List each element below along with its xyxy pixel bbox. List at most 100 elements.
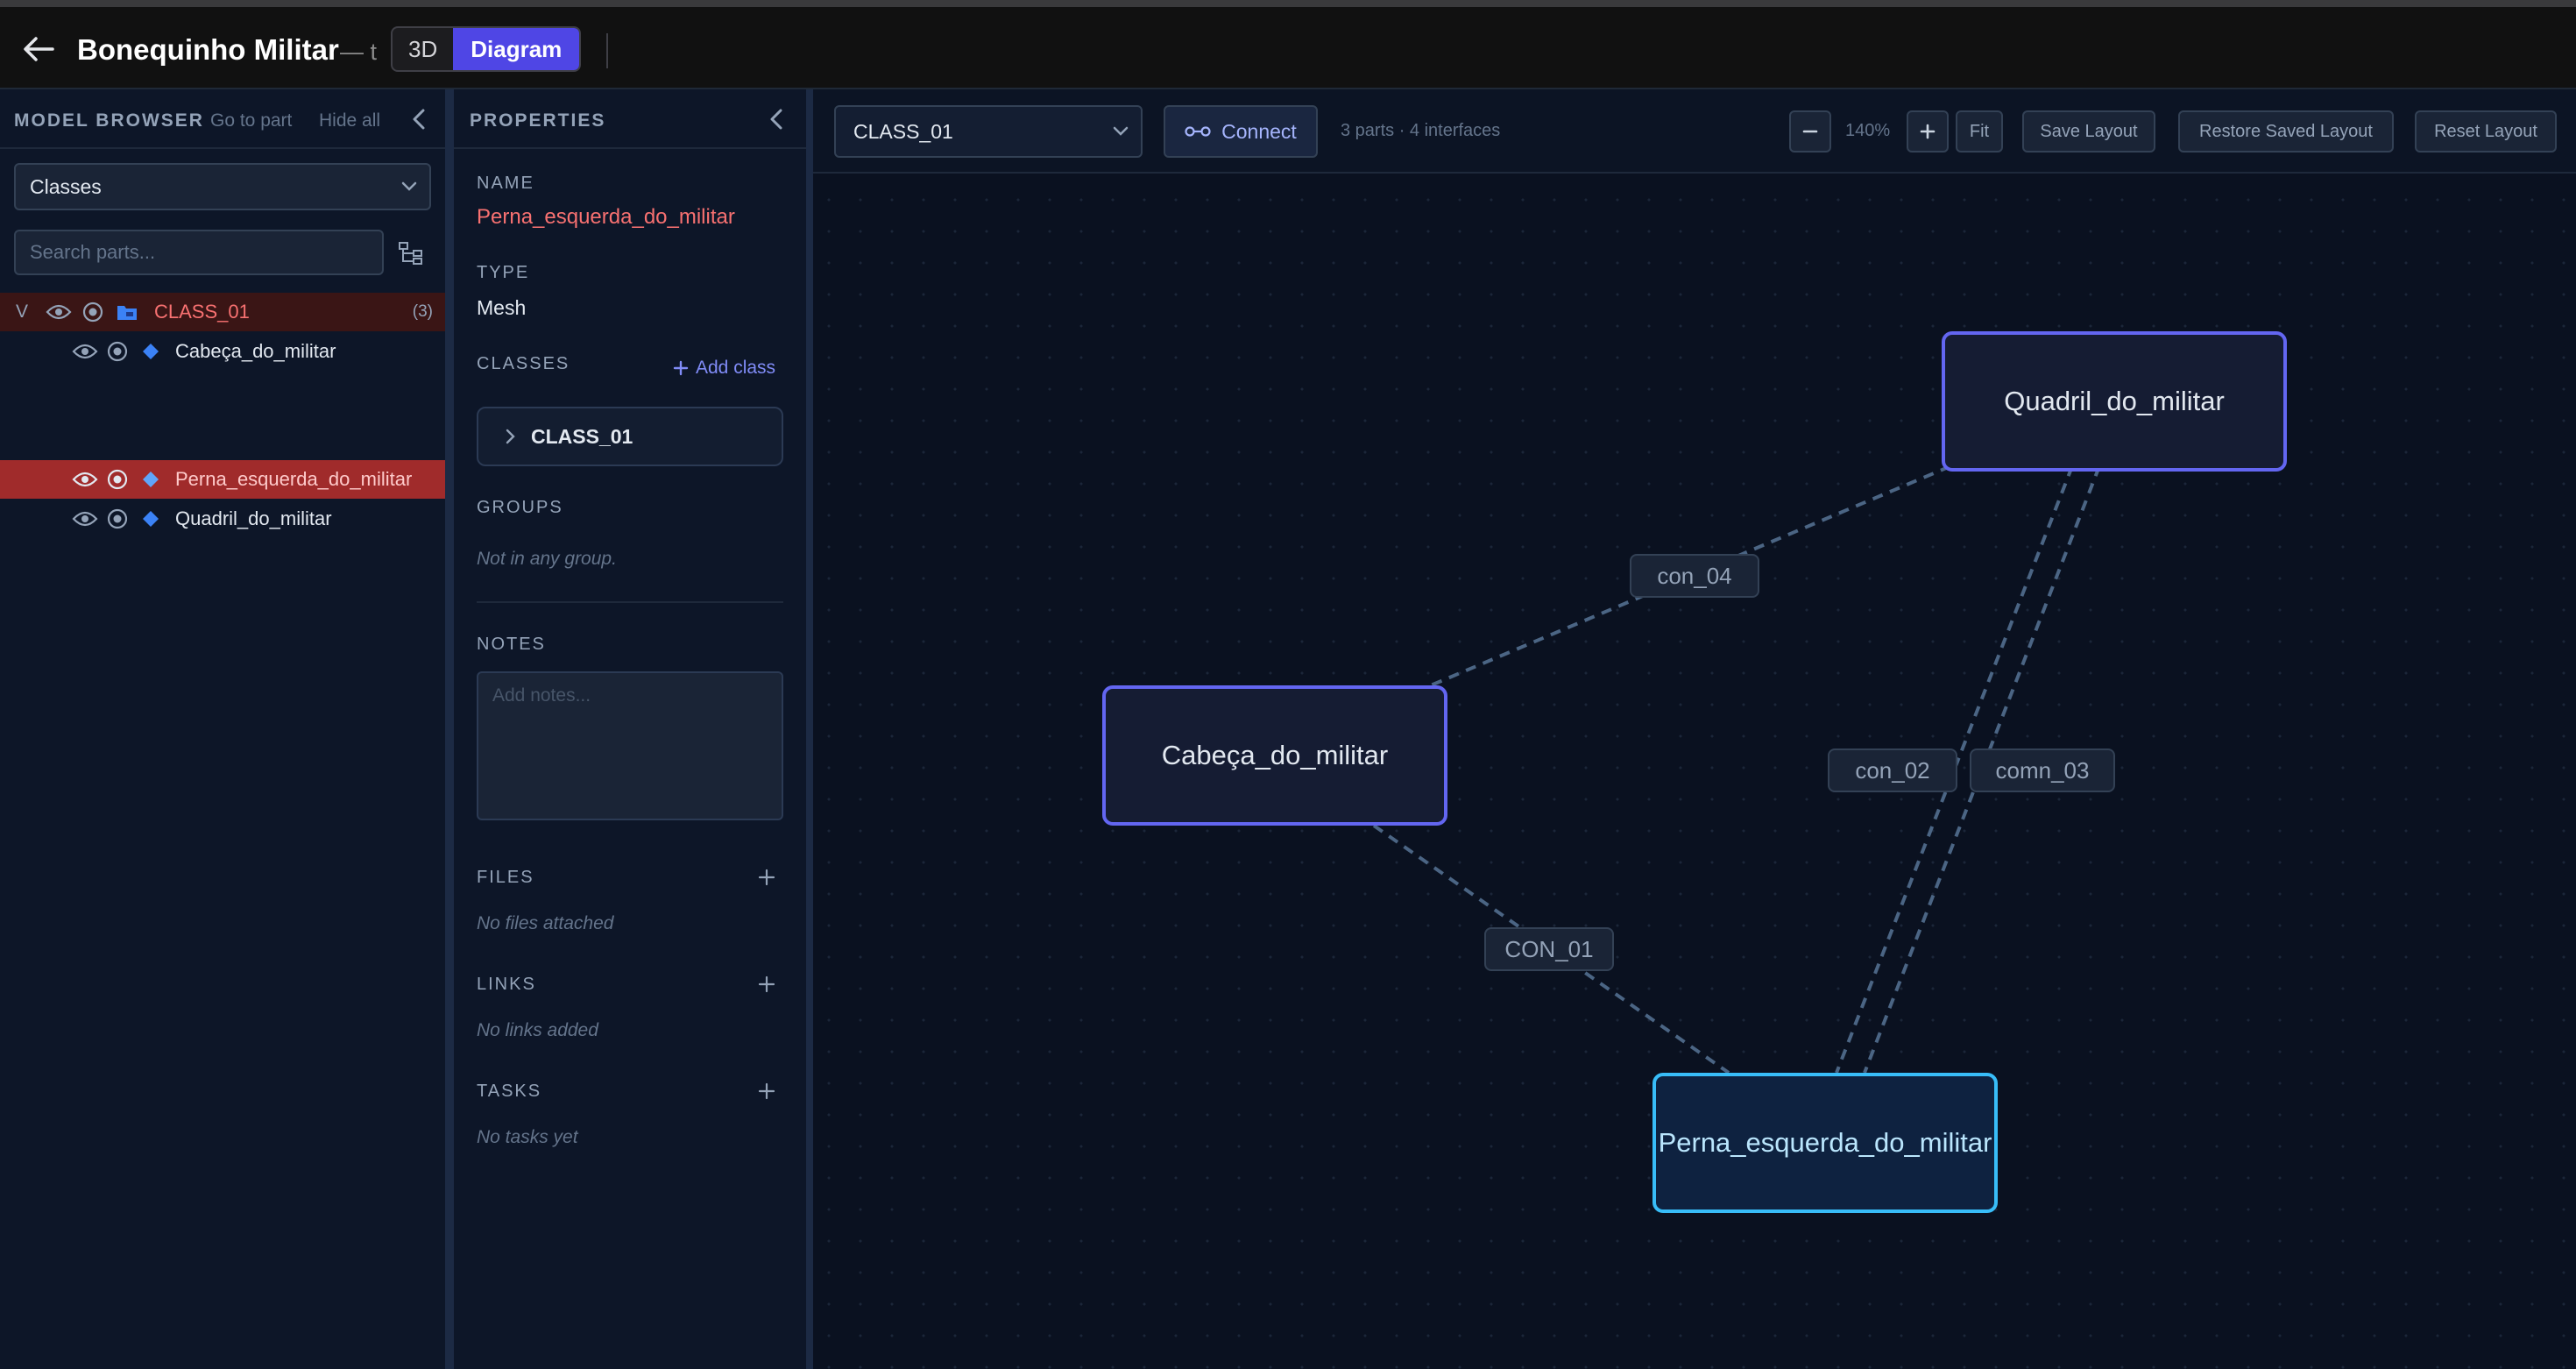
isolate-target-icon[interactable] xyxy=(82,301,103,323)
add-link-button[interactable] xyxy=(754,971,780,997)
project-title: Bonequinho Militar xyxy=(77,33,339,66)
notes-section-label: NOTES xyxy=(477,635,546,654)
class-card-class-01[interactable]: CLASS_01 xyxy=(477,407,783,466)
search-parts-input[interactable] xyxy=(14,230,384,275)
node-perna-selected[interactable]: Perna_esquerda_do_militar xyxy=(1652,1073,1998,1213)
fit-button[interactable]: Fit xyxy=(1956,110,2003,153)
tree-view-button[interactable] xyxy=(396,238,426,268)
diagram-toolbar: CLASS_01 Connect 3 parts · 4 interfaces … xyxy=(813,89,2576,174)
edge-label-comn-03[interactable]: comn_03 xyxy=(1970,748,2115,792)
diagram-class-value: CLASS_01 xyxy=(853,119,953,143)
tree-item-label: Quadril_do_militar xyxy=(175,507,332,529)
part-name-value: Perna_esquerda_do_militar xyxy=(477,205,735,229)
tasks-section-label: TASKS xyxy=(477,1082,542,1101)
tree-item-cabeca[interactable]: Cabeça_do_militar xyxy=(0,332,445,371)
model-browser-panel: MODEL BROWSER Go to part Hide all Classe… xyxy=(0,89,445,1369)
isolate-target-icon[interactable] xyxy=(107,341,128,362)
class-card-label: CLASS_01 xyxy=(531,424,633,448)
name-section-label: NAME xyxy=(477,174,534,193)
notes-textarea[interactable] xyxy=(477,671,783,820)
model-browser-header: MODEL BROWSER Go to part Hide all xyxy=(0,89,445,149)
project-subtitle: — t xyxy=(340,39,378,65)
properties-title: PROPERTIES xyxy=(470,110,606,131)
mesh-diamond-icon xyxy=(142,510,159,528)
visibility-eye-icon[interactable] xyxy=(72,343,98,360)
files-empty-text: No files attached xyxy=(477,913,614,933)
group-label: CLASS_01 xyxy=(154,301,250,323)
edge-label-con-02[interactable]: con_02 xyxy=(1828,748,1957,792)
chevron-right-icon xyxy=(506,429,515,444)
visibility-eye-icon[interactable] xyxy=(72,471,98,488)
go-to-part-link[interactable]: Go to part xyxy=(210,110,293,131)
plus-icon xyxy=(1920,124,1936,139)
view-3d-button[interactable]: 3D xyxy=(408,35,438,62)
links-empty-text: No links added xyxy=(477,1020,598,1040)
chevron-left-icon xyxy=(770,109,782,130)
tasks-empty-text: No tasks yet xyxy=(477,1127,578,1147)
diagram-canvas[interactable]: CLASS_01 Connect 3 parts · 4 interfaces … xyxy=(813,89,2576,1369)
add-task-button[interactable] xyxy=(754,1078,780,1104)
plus-icon xyxy=(758,1082,775,1100)
edge-line-con-02 xyxy=(1835,465,2074,1074)
visibility-eye-icon[interactable] xyxy=(46,303,72,321)
add-class-button[interactable]: Add class xyxy=(673,358,775,379)
edge-label-con-04[interactable]: con_04 xyxy=(1630,554,1759,598)
visibility-eye-icon[interactable] xyxy=(72,510,98,528)
plus-icon xyxy=(758,869,775,886)
tree-item-quadril[interactable]: Quadril_do_militar xyxy=(0,500,445,538)
app-header: Bonequinho Militar — t 3D Diagram xyxy=(0,7,2576,89)
group-expand-toggle[interactable]: V xyxy=(16,301,29,322)
connect-label: Connect xyxy=(1221,119,1297,143)
edge-label-con-01[interactable]: CON_01 xyxy=(1484,927,1614,971)
connect-button[interactable]: Connect xyxy=(1164,105,1318,158)
part-type-value: Mesh xyxy=(477,296,527,319)
header-divider xyxy=(606,33,608,68)
zoom-level: 140% xyxy=(1845,121,1891,140)
connect-link-icon xyxy=(1185,126,1211,137)
zoom-out-button[interactable] xyxy=(1789,110,1831,153)
group-count: (3) xyxy=(412,302,433,321)
view-mode-toggle: 3D Diagram xyxy=(391,26,582,72)
zoom-in-button[interactable] xyxy=(1907,110,1949,153)
node-quadril[interactable]: Quadril_do_militar xyxy=(1942,331,2287,472)
add-file-button[interactable] xyxy=(754,864,780,890)
back-button[interactable] xyxy=(19,33,58,65)
collapse-browser-button[interactable] xyxy=(405,105,433,133)
tree-group-class-01[interactable]: V CLASS_01 (3) xyxy=(0,293,445,331)
browser-filter-value: Classes xyxy=(30,174,102,198)
mesh-diamond-icon xyxy=(142,343,159,360)
edge-line-comn-03 xyxy=(1863,465,2101,1074)
node-cabeca[interactable]: Cabeça_do_militar xyxy=(1102,685,1447,826)
section-divider xyxy=(477,601,783,603)
browser-filter-select[interactable]: Classes xyxy=(14,163,431,210)
chevron-left-icon xyxy=(413,109,425,130)
plus-icon xyxy=(758,975,775,993)
classes-section-label: CLASSES xyxy=(477,354,570,373)
tree-item-perna-selected[interactable]: Perna_esquerda_do_militar xyxy=(0,460,445,499)
diagram-summary: 3 parts · 4 interfaces xyxy=(1341,121,1501,140)
diagram-class-select[interactable]: CLASS_01 xyxy=(834,105,1143,158)
arrow-left-icon xyxy=(24,37,54,61)
model-browser-title: MODEL BROWSER xyxy=(14,110,204,131)
folder-icon xyxy=(116,302,138,322)
chevron-down-icon xyxy=(401,181,417,191)
properties-resize-handle[interactable] xyxy=(806,89,813,1369)
isolate-target-icon[interactable] xyxy=(107,469,128,490)
files-section-label: FILES xyxy=(477,868,534,887)
collapse-properties-button[interactable] xyxy=(762,105,790,133)
window-top-strip xyxy=(0,0,2576,7)
mesh-diamond-icon xyxy=(142,471,159,488)
reset-layout-button[interactable]: Reset Layout xyxy=(2415,110,2557,153)
view-diagram-button[interactable]: Diagram xyxy=(453,28,580,70)
add-class-label: Add class xyxy=(696,358,776,378)
type-section-label: TYPE xyxy=(477,263,530,282)
links-section-label: LINKS xyxy=(477,975,536,994)
properties-header: PROPERTIES xyxy=(454,89,806,149)
save-layout-button[interactable]: Save Layout xyxy=(2022,110,2155,153)
browser-resize-handle[interactable] xyxy=(445,89,454,1369)
plus-icon xyxy=(673,360,689,376)
isolate-target-icon[interactable] xyxy=(107,508,128,529)
chevron-down-icon xyxy=(1113,126,1129,136)
restore-layout-button[interactable]: Restore Saved Layout xyxy=(2178,110,2394,153)
hide-all-link[interactable]: Hide all xyxy=(319,110,381,131)
